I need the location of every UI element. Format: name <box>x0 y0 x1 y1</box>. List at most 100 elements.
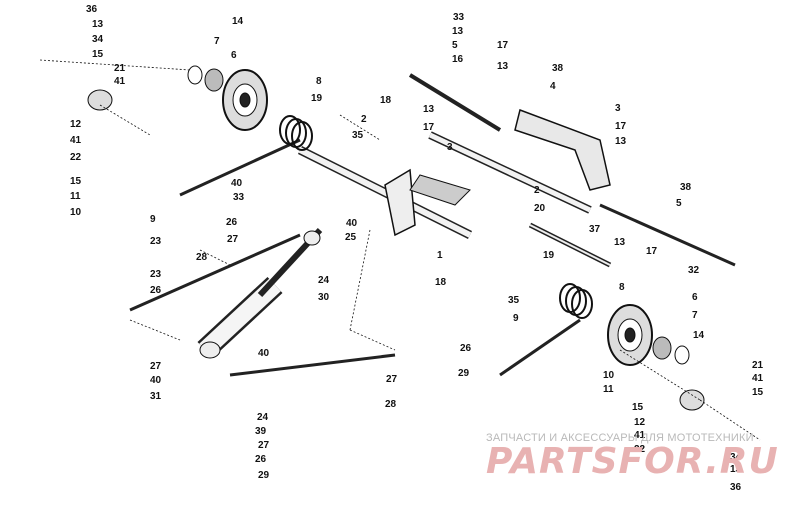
part-callout-8: 8 <box>619 282 625 293</box>
leader-lines <box>39 59 761 441</box>
spring-rod-right <box>499 318 581 377</box>
part-callout-32: 32 <box>688 265 700 276</box>
part-callout-35: 35 <box>352 130 364 141</box>
part-callout-13: 13 <box>614 237 626 248</box>
part-callout-40: 40 <box>231 178 243 189</box>
part-callout-8: 8 <box>316 76 322 87</box>
part-callout-15: 15 <box>632 402 644 413</box>
left-hub <box>87 89 113 111</box>
part-callout-13: 13 <box>92 19 104 30</box>
part-callout-33: 33 <box>453 12 465 23</box>
left-bearing <box>204 68 224 92</box>
part-callout-18: 18 <box>435 277 447 288</box>
left-spacer <box>187 65 203 85</box>
part-callout-27: 27 <box>386 374 398 385</box>
link-rod-left <box>129 233 301 312</box>
part-callout-19: 19 <box>311 93 323 104</box>
part-callout-21: 21 <box>752 360 764 371</box>
link-rod-right <box>229 353 396 377</box>
part-callout-2: 2 <box>361 114 367 125</box>
part-callout-13: 13 <box>423 104 435 115</box>
part-callout-10: 10 <box>603 370 615 381</box>
part-callout-24: 24 <box>257 412 269 423</box>
part-callout-13: 13 <box>452 26 464 37</box>
shock-absorber <box>197 227 323 359</box>
part-callout-25: 25 <box>345 232 357 243</box>
part-callout-14: 14 <box>232 16 244 27</box>
part-callout-33: 33 <box>233 192 245 203</box>
part-callout-29: 29 <box>258 470 270 481</box>
part-callout-17: 17 <box>615 121 627 132</box>
part-callout-9: 9 <box>150 214 156 225</box>
right-spacer <box>674 345 690 365</box>
part-callout-1: 1 <box>437 250 443 261</box>
part-callout-26: 26 <box>255 454 267 465</box>
part-callout-21: 21 <box>114 63 126 74</box>
part-callout-41: 41 <box>752 373 764 384</box>
bolt-32 <box>599 203 736 267</box>
part-callout-22: 22 <box>70 152 82 163</box>
right-hub <box>679 389 705 411</box>
part-callout-30: 30 <box>318 292 330 303</box>
part-callout-28: 28 <box>196 252 208 263</box>
part-callout-27: 27 <box>258 440 270 451</box>
part-callout-40: 40 <box>150 375 162 386</box>
spring-rod-left <box>179 138 301 197</box>
part-callout-13: 13 <box>730 464 742 475</box>
part-callout-24: 24 <box>318 275 330 286</box>
part-callout-2: 2 <box>534 185 540 196</box>
part-callout-12: 12 <box>634 417 646 428</box>
part-callout-41: 41 <box>634 430 646 441</box>
part-callout-29: 29 <box>458 368 470 379</box>
part-callout-39: 39 <box>255 426 267 437</box>
part-callout-11: 11 <box>70 191 81 202</box>
part-callout-37: 37 <box>589 224 601 235</box>
part-callout-34: 34 <box>92 34 104 45</box>
part-callout-23: 23 <box>150 236 162 247</box>
watermark-logo: PARTSFOR.RU <box>486 441 779 482</box>
part-callout-15: 15 <box>92 49 104 60</box>
part-callout-17: 17 <box>423 122 435 133</box>
part-callout-26: 26 <box>226 217 238 228</box>
part-callout-14: 14 <box>693 330 705 341</box>
part-callout-7: 7 <box>214 36 220 47</box>
part-callout-17: 17 <box>646 246 658 257</box>
part-callout-38: 38 <box>552 63 564 74</box>
part-callout-31: 31 <box>150 391 162 402</box>
part-callout-10: 10 <box>70 207 82 218</box>
rear-arm <box>514 109 611 191</box>
rod-16 <box>408 73 502 132</box>
part-callout-38: 38 <box>680 182 692 193</box>
part-callout-11: 11 <box>603 384 614 395</box>
left-spring <box>279 115 313 151</box>
part-callout-9: 9 <box>513 313 519 324</box>
part-callout-27: 27 <box>150 361 162 372</box>
watermark-caption: ЗАПЧАСТИ И АКСЕССУАРЫ ДЛЯ МОТОТЕХНИКИ <box>486 432 754 444</box>
part-callout-35: 35 <box>508 295 520 306</box>
part-callout-17: 17 <box>497 40 509 51</box>
part-callout-5: 5 <box>452 40 458 51</box>
left-wheel <box>222 69 268 131</box>
part-callout-3: 3 <box>615 103 621 114</box>
part-callout-26: 26 <box>460 343 472 354</box>
part-callout-40: 40 <box>258 348 270 359</box>
part-callout-26: 26 <box>150 285 162 296</box>
part-callout-41: 41 <box>114 76 126 87</box>
part-callout-4: 4 <box>550 81 556 92</box>
part-callout-12: 12 <box>70 119 82 130</box>
part-callout-7: 7 <box>692 310 698 321</box>
right-wheel <box>607 304 653 366</box>
right-spring <box>559 283 593 319</box>
part-callout-23: 23 <box>150 269 162 280</box>
part-callout-3: 3 <box>447 142 453 153</box>
part-callout-41: 41 <box>70 135 82 146</box>
part-callout-36: 36 <box>730 482 742 493</box>
part-callout-28: 28 <box>385 399 397 410</box>
part-callout-34: 34 <box>730 452 742 463</box>
part-callout-13: 13 <box>615 136 627 147</box>
part-callout-6: 6 <box>692 292 698 303</box>
part-callout-27: 27 <box>227 234 239 245</box>
part-callout-15: 15 <box>752 387 764 398</box>
right-bearing <box>652 336 672 360</box>
